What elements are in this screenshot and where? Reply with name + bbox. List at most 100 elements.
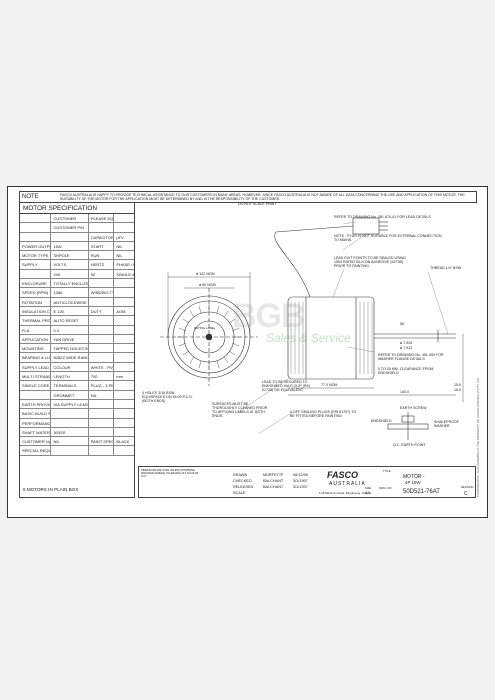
dim-77: 77.0 NOM — [321, 383, 338, 387]
spec-cell: FAN DRIVE — [51, 334, 89, 344]
size-label: SIZE — [365, 486, 372, 490]
spec-cell — [114, 316, 134, 324]
dwg-no-label: DWG. NO. — [379, 486, 393, 490]
spec-cell: INSULATION CLASS — [22, 306, 52, 316]
spec-cell — [114, 279, 134, 287]
company-sub: AUSTRALIA — [329, 481, 366, 487]
dim-7925: ø 7.925 — [400, 341, 413, 345]
spec-cell: MULTI STRAND — [22, 372, 52, 381]
spec-cell — [114, 391, 134, 399]
spec-cell — [89, 427, 115, 437]
checked-by: BALCHANT — [263, 479, 284, 483]
spec-cell — [51, 418, 89, 427]
spec-row: THERMAL PROTECTIONAUTO RESET — [20, 316, 134, 326]
spec-cell — [89, 279, 115, 288]
spec-cell: CUSTOMER P/N — [51, 223, 89, 232]
spec-cell: E 120 — [51, 306, 89, 316]
spec-cell: µFV — [116, 234, 124, 240]
checked-label: CHECKED — [233, 479, 252, 483]
spec-cell: BEARING & LUBRICATION — [22, 353, 52, 362]
spec-cell — [20, 390, 52, 399]
spec-cell: PAINT SPEC — [90, 437, 115, 446]
spec-title: MOTOR SPECIFICATION — [20, 203, 134, 214]
spec-cell — [114, 381, 134, 389]
spec-cell: CUSTOMER NAMEPLATE — [22, 437, 52, 446]
spec-cell — [114, 344, 134, 352]
tolerances-note: DIMENSIONS ARE IN MM UNLESS OTHERWISE SP… — [141, 469, 199, 478]
spec-cell: HERTZ — [89, 260, 115, 269]
spec-cell — [114, 326, 134, 334]
revision-value: C — [464, 491, 468, 497]
dim-60: ø 60 NOM — [199, 283, 216, 287]
spec-cell: LENGTH — [51, 372, 89, 381]
spec-cell: WHITE - PVC — [90, 362, 115, 372]
spec-cell: MOUNTING — [20, 344, 52, 353]
spec-cell: PLEASE EQUIP — [90, 214, 115, 223]
spec-cell: 1366 — [51, 288, 89, 297]
note-label: NOTE — [22, 194, 39, 200]
spec-cell — [89, 353, 115, 362]
drawn-by: MURFETTF — [263, 473, 284, 477]
title-block: DIMENSIONS ARE IN MM UNLESS OTHERWISE SP… — [138, 466, 476, 498]
spec-cell: NIL — [89, 390, 115, 399]
spec-cell — [20, 232, 52, 241]
spec-cell: AOM. — [116, 308, 127, 314]
spec-cell: MOTOR TYPE — [20, 251, 52, 260]
spec-cell — [114, 298, 134, 306]
motor-drawing: DO NOT SCALE PRINT — [138, 202, 476, 464]
lead-secured-callout: LEAD TO BE SECURED TO ENDSHIELD VIA P-CL… — [262, 380, 310, 392]
spec-cell: mm — [116, 374, 124, 380]
lead-exit-callout: LEAD EXIT POINTS TO BE SEALED USING 1504… — [334, 256, 406, 268]
spec-cell: NIL — [51, 437, 89, 446]
spec-cell: CUSTOMER — [51, 214, 89, 223]
spec-cell: AUTO RESET — [51, 316, 89, 325]
spec-cell — [51, 409, 89, 418]
note-box: NOTE FASCO AUSTRALIA IS HAPPY TO PROVIDE… — [19, 191, 477, 203]
spec-row: SPECIAL REQUIREMENTS — [20, 446, 134, 456]
drawn-date: 06/12/96 — [293, 473, 308, 477]
spec-cell: POWER OUTPUT — [22, 241, 52, 251]
checked-date: 3/1/1997 — [293, 479, 308, 483]
spec-cell — [89, 325, 115, 334]
spec-cell: BLACK — [116, 439, 130, 445]
spec-cell — [114, 363, 134, 371]
dim-160: 16.0 — [454, 388, 461, 392]
spec-cell: COLOUR — [51, 362, 89, 372]
dim-155: 15.5 — [454, 383, 461, 387]
dim-140: 140.0 — [400, 390, 409, 394]
title-label: TITLE — [383, 469, 391, 473]
spec-cell: WINDING TYPE — [90, 288, 115, 297]
endshield-label: ENDSHIELD — [371, 419, 392, 423]
spec-cell: PHASE / POLES — [116, 262, 134, 268]
watermark-logo: BGB — [232, 297, 306, 335]
spec-cell: ENCLOSURE — [20, 279, 52, 288]
spec-cell — [114, 353, 134, 361]
rating-label: RATING LABEL — [194, 326, 216, 330]
spec-cell: RUN — [89, 251, 115, 260]
spec-cell: PERFORMANCE SPECIFICATION — [22, 418, 52, 427]
earth-screw-label: EARTH SCREW — [400, 406, 427, 410]
spec-cell: NIL — [116, 253, 123, 259]
drawn-label: DRAWN — [233, 473, 248, 477]
spec-cell — [20, 269, 52, 279]
spec-cell: SHPOLE — [51, 251, 89, 260]
shakeproof-label: SHAKEPROOF WASHER — [434, 420, 459, 428]
spec-cell — [89, 344, 115, 353]
spec-cell: SPEED (RPM) — [20, 288, 52, 297]
spec-cell: SUPPLY LEAD — [20, 362, 52, 372]
spec-cell: 700 — [89, 372, 115, 381]
spec-cell — [114, 419, 134, 427]
spec-cell: 15W — [51, 241, 89, 251]
spec-row: EARTH PROVISIONVIA SUPPLY LEAD — [20, 399, 134, 410]
drawing-sheet: NOTE FASCO AUSTRALIA IS HAPPY TO PROVIDE… — [7, 186, 488, 518]
